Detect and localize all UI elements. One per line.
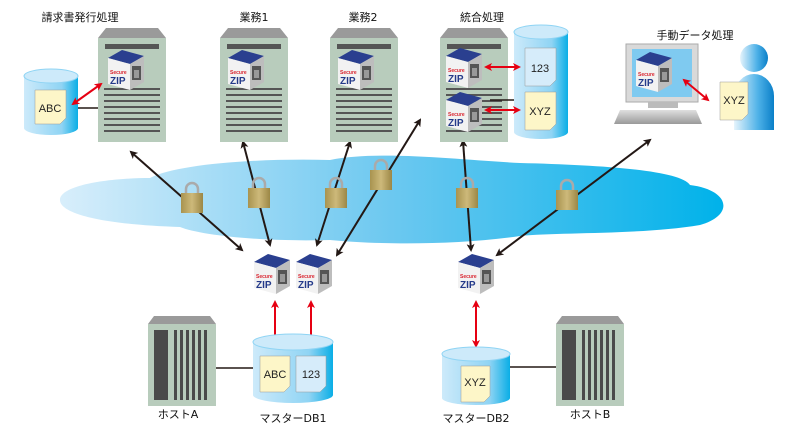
securezip-icon (446, 92, 482, 132)
host-a-server (148, 316, 216, 406)
network-cloud (60, 155, 724, 244)
document-label: ABC (39, 103, 62, 115)
invoice-database: ABC (23, 68, 79, 135)
document-label: 123 (302, 369, 320, 381)
document-label: XYZ (723, 95, 745, 107)
securezip-icon (228, 50, 264, 90)
document-label: XYZ (529, 106, 551, 118)
label-master-db2: マスターDB2 (442, 412, 510, 425)
integration-database: 123 XYZ (513, 24, 569, 139)
label-work1: 業務1 (239, 11, 269, 24)
label-integration: 統合処理 (460, 11, 504, 24)
document-label: XYZ (464, 377, 486, 389)
master-db1: ABC 123 (252, 333, 334, 403)
securezip-icon (636, 52, 672, 92)
label-host-a: ホストA (157, 408, 199, 421)
label-work2: 業務2 (348, 11, 378, 24)
securezip-gateway-1 (254, 254, 290, 294)
document-label: 123 (531, 63, 549, 75)
securezip-gateway-2 (296, 254, 332, 294)
label-manual-data: 手動データ処理 (656, 29, 734, 42)
host-b-server (556, 316, 624, 406)
document-label: ABC (264, 369, 287, 381)
label-master-db1: マスターDB1 (259, 412, 327, 425)
securezip-icon (446, 48, 482, 88)
label-host-b: ホストB (569, 408, 611, 421)
securezip-icon (108, 50, 144, 90)
user-person: XYZ (719, 44, 774, 130)
master-db2: XYZ (441, 346, 511, 405)
label-invoice-processing: 請求書発行処理 (41, 11, 119, 24)
securezip-icon (338, 50, 374, 90)
securezip-gateway-3 (458, 254, 494, 294)
